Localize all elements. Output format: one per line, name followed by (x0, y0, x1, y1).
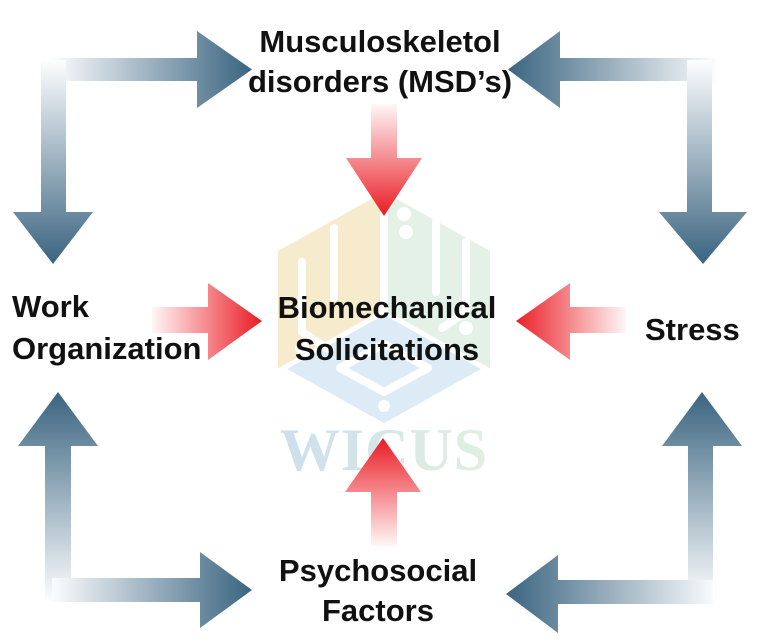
node-stress: Stress (645, 309, 740, 351)
node-msd-line1: Musculoskeletol (259, 24, 501, 59)
arrow-bottomright-to-stress (662, 392, 742, 602)
node-work-organization: Work Organization (12, 286, 201, 370)
node-work-line1: Work (12, 289, 89, 324)
arrow-topleft-to-msd (52, 31, 252, 108)
red-center-arrows (152, 104, 626, 546)
watermark-logo: WICUS (276, 190, 492, 483)
node-psychosocial-factors: Psychosocial Factors (279, 551, 477, 631)
node-work-line2: Organization (12, 331, 202, 366)
watermark-circuit-vias (295, 201, 473, 412)
node-msd-line2: disorders (MSD’s) (247, 64, 513, 99)
arrow-bottomright-to-psychosocial (506, 555, 713, 633)
arrow-work-to-center (152, 283, 262, 360)
node-psych-line2: Factors (322, 593, 434, 628)
node-msd: Musculoskeletol disorders (MSD’s) (248, 22, 512, 102)
watermark-cube-bottom-face (276, 309, 492, 429)
node-stress-line1: Stress (645, 312, 740, 347)
node-center-line1: Biomechanical (277, 290, 497, 325)
arrow-bottomleft-to-psychosocial (52, 552, 252, 628)
arrow-msd-to-center (346, 104, 422, 216)
arrow-topleft-to-work (13, 60, 93, 264)
arrow-psychosocial-to-center (345, 438, 421, 546)
arrow-topright-to-stress (659, 60, 747, 264)
node-psych-line1: Psychosocial (278, 553, 478, 588)
arrow-stress-to-center (516, 283, 626, 360)
node-center-line2: Solicitations (294, 332, 480, 367)
blue-corner-arrows (13, 31, 747, 633)
arrow-bottomleft-to-work (18, 392, 98, 602)
node-biomechanical-solicitations: Biomechanical Solicitations (278, 287, 497, 371)
arrow-topright-to-msd (508, 31, 716, 108)
